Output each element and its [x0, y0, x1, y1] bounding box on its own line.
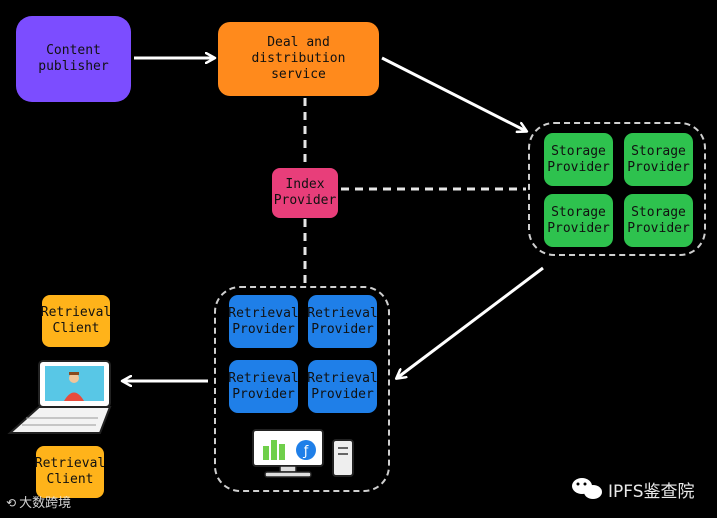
storage-provider-node: Storage Provider: [624, 133, 693, 186]
wechat-logo-icon: [572, 478, 602, 499]
watermark-left: ⟲大数跨境: [6, 492, 71, 511]
arrow-storage-to-retrieval: [397, 266, 544, 378]
retrieval-client-node: Retrieval Client: [35, 446, 105, 498]
watermark-left-text: 大数跨境: [19, 496, 72, 511]
retrieval-client-node: Retrieval Client: [41, 295, 111, 347]
watermark-right: IPFS鉴查院: [608, 482, 695, 502]
svg-text:ƒ: ƒ: [303, 444, 309, 459]
retrieval-provider-node: Retrieval Provider: [307, 360, 378, 413]
watermark-logo-icon: ⟲: [6, 496, 17, 510]
retrieval-provider-node: Retrieval Provider: [228, 295, 299, 348]
content-publisher-node: Content publisher: [16, 16, 131, 102]
storage-provider-node: Storage Provider: [624, 194, 693, 247]
index-provider-node: Index Provider: [272, 168, 338, 218]
retrieval-provider-node: Retrieval Provider: [307, 295, 378, 348]
deal-distribution-service-node: Deal and distribution service: [218, 22, 379, 96]
retrieval-provider-group: [214, 286, 390, 492]
laptop-icon: [7, 360, 112, 434]
storage-provider-node: Storage Provider: [544, 133, 613, 186]
arrow-deal-to-storage: [381, 56, 526, 131]
storage-provider-node: Storage Provider: [544, 194, 613, 247]
storage-provider-group: [528, 122, 706, 256]
retrieval-provider-node: Retrieval Provider: [228, 360, 299, 413]
desktop-computer-icon: ƒ: [252, 429, 354, 478]
